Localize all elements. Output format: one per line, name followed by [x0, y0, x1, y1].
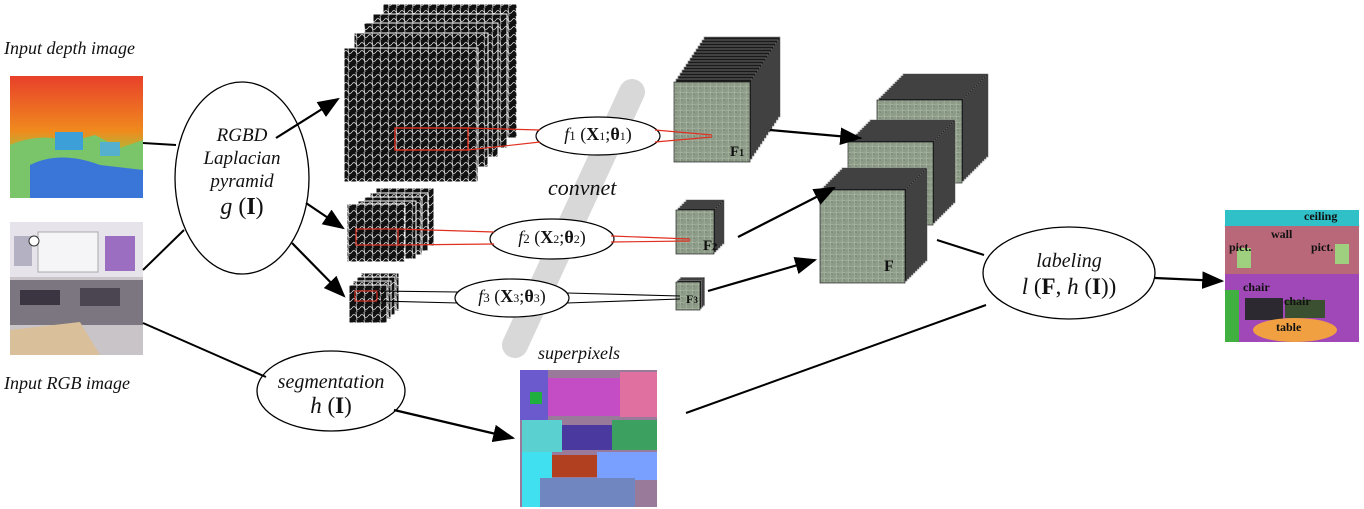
pyramid-line-3: pyramid [210, 171, 274, 192]
laplacian-level-3-stack [348, 272, 400, 324]
laplacian-level-1-stack [343, 3, 518, 183]
labeling-func: l (F, h (I)) [1021, 274, 1117, 299]
pyramid-line-1: RGBD [216, 125, 268, 146]
input-rgb-image [10, 222, 143, 355]
feature-f3-label: F3 [686, 292, 698, 306]
convnet-node-f2 [489, 218, 615, 260]
input-rgb-label: Input RGB image [4, 373, 130, 393]
pyramid-func: g (I) [220, 194, 264, 220]
convnet-node-f1-text: f1 (X1;θ1) [564, 124, 632, 144]
convnet-node-f2-text: f2 (X2;θ2) [518, 227, 586, 247]
convnet-node-f3 [454, 278, 570, 318]
input-depth-label: Input depth image [4, 38, 135, 58]
superpixels-label: superpixels [538, 343, 620, 363]
feature-stack-f2 [675, 199, 725, 255]
segmentation-func: h (I) [310, 393, 352, 418]
feature-stack-f1 [673, 36, 781, 163]
output-label-pict-right: pict. [1311, 240, 1334, 254]
input-depth-image [10, 76, 143, 198]
output-label-chair-right: chair [1284, 294, 1311, 308]
superpixels-image [520, 370, 657, 507]
convnet-node-f1 [535, 116, 661, 156]
feature-f2-label: F2 [703, 238, 718, 254]
pyramid-line-2: Laplacian [203, 148, 281, 169]
output-label-ceiling: ceiling [1304, 209, 1338, 223]
laplacian-level-2-stack [346, 187, 435, 263]
feature-f1-label: F1 [730, 144, 745, 160]
feature-stack-f3 [675, 277, 705, 311]
segmentation-title: segmentation [277, 371, 385, 393]
labeling-node-text: labeling l (F, h (I)) [983, 249, 1155, 299]
output-labeled-image [1225, 210, 1359, 342]
output-label-table: table [1276, 320, 1302, 334]
convnet-label: convnet [548, 175, 617, 200]
feature-map-layer [673, 81, 751, 163]
labeling-node [982, 226, 1156, 320]
pyramid-node-text: RGBD Laplacian pyramid g (I) [175, 124, 309, 219]
labeling-title: labeling [1036, 250, 1102, 272]
convnet-node-f3-text: f3 (X3;θ3) [478, 286, 546, 306]
segmentation-node [256, 350, 406, 432]
output-label-wall: wall [1271, 227, 1293, 241]
output-label-pict-left: pict. [1229, 240, 1252, 254]
feature-stack-combined [819, 73, 989, 284]
feature-map-layer [819, 189, 906, 284]
output-label-chair-left: chair [1243, 280, 1270, 294]
segmentation-node-text: segmentation h (I) [257, 370, 405, 418]
feature-combined-label: F [884, 258, 894, 275]
pyramid-node [174, 81, 310, 275]
feature-map-layer [675, 209, 715, 255]
